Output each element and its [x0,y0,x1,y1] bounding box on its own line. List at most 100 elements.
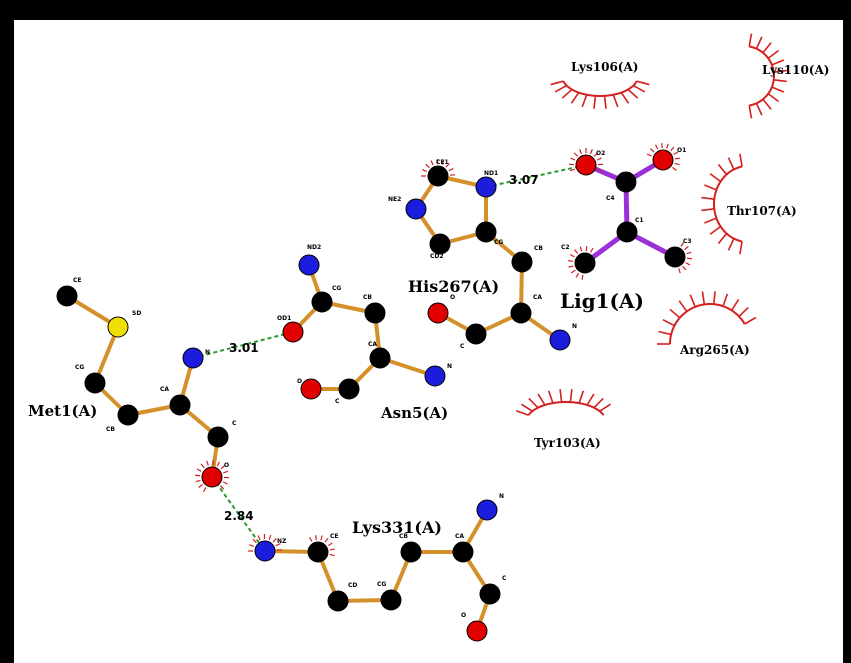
atom-label-met_n: N [205,349,210,356]
atom-lig_o2 [575,154,597,176]
atom-lig_c2 [574,252,596,274]
atom-lys_cb [400,541,422,563]
contact-label-lys110: Lys110(A) [762,63,829,77]
atom-his_cd2 [429,233,451,255]
atom-contact-spoke [568,260,574,262]
residue-label-asn5: Asn5(A) [380,404,448,422]
atom-label-lys_cg: CG [377,581,386,588]
atom-label-lys_ce: CE [330,533,339,540]
contact-label-tyr103: Tyr103(A) [534,436,601,450]
atoms [56,149,686,642]
atom-label-his_nd1: ND1 [484,170,498,177]
atom-label-his_cd2: CD2 [430,253,444,260]
atom-contact-spoke [682,265,687,271]
atom-contact-spoke [220,465,226,470]
atom-contact-spoke [597,168,603,172]
atom-contact-spoke [575,272,580,278]
atom-contact-spoke [585,246,588,252]
atom-met_ce [56,285,78,307]
covalent-bonds [65,157,678,633]
atom-label-his_cb: CB [534,245,543,252]
atom-lys_cd [327,590,349,612]
atom-label-his_cg: CG [494,239,503,246]
hydrophobic-spokes [195,33,787,557]
atom-contact-spoke [684,246,689,251]
atom-label-met_ce: CE [73,277,82,284]
atom-label-lys_n: N [499,493,504,500]
atom-contact-spoke [308,536,313,542]
atom-contact-spoke [441,159,445,165]
atom-his_cg [475,221,497,243]
residue-label-lys331: Lys331(A) [352,518,442,537]
atom-label-met_c: C [232,420,237,427]
atom-lig_c1 [616,221,638,243]
atom-contact-spoke [674,162,680,166]
atom-contact-spoke [329,548,335,551]
atom-contact-spoke [257,535,261,541]
atom-contact-spoke [268,534,272,540]
atom-label-lig_c3: C3 [683,238,692,245]
atom-contact-spoke [678,268,681,274]
atom-contact-spoke [320,535,323,541]
atom-lys_o [466,620,488,642]
atom-label-asn_n: N [447,363,452,370]
atom-label-asn_ca: CA [368,341,377,348]
hydrophobic-arc-arg265 [657,291,757,345]
atom-contact-spoke [219,485,225,490]
atom-lig_c4 [615,171,637,193]
atom-contact-spoke [252,538,257,544]
atom-contact-spoke [570,157,576,161]
atom-contact-spoke [568,265,574,268]
atom-contact-spoke [686,257,692,260]
atom-contact-spoke [574,249,579,254]
atom-label-met_sd: SD [132,310,141,317]
atom-asn_o [300,378,322,400]
atom-label-his_ne2: NE2 [388,196,401,203]
residue-label-met1: Met1(A) [28,402,97,420]
atom-his_ca [510,302,532,324]
atom-contact-spoke [425,163,430,169]
atom-label-lys_cd: CD [348,582,357,589]
atom-lys_nz [254,540,276,562]
atom-asn_n [424,365,446,387]
atom-contact-spoke [686,251,692,255]
atom-label-lig_c4: C4 [606,195,615,202]
hbond-met_n-asn_od1 [192,331,294,359]
atom-contact-spoke [685,262,691,266]
atom-label-asn_cb: CB [363,294,372,301]
atom-label-lig_o1: O1 [677,147,686,154]
atom-lys_cg [380,589,402,611]
contact-label-arg265: Arg265(A) [679,343,750,357]
atom-contact-spoke [674,157,680,160]
atom-met_ca [169,394,191,416]
atom-contact-spoke [590,247,594,253]
contact-label-lys106: Lys106(A) [571,60,638,74]
atom-contact-spoke [579,149,583,155]
atom-contact-spoke [327,542,333,547]
atom-contact-spoke [222,481,228,485]
ligand-label-lig1: Lig1(A) [560,289,644,313]
atom-label-asn_c: C [335,398,340,405]
atom-his_c [465,323,487,345]
atom-contact-spoke [195,479,201,483]
atom-label-his_n: N [572,323,577,330]
atom-contact-spoke [329,553,335,557]
hydrogen-bonds [192,164,587,552]
atom-his_n [549,329,571,351]
hydrophobic-arc-lys106 [550,80,650,109]
atom-met_cb [117,404,139,426]
atom-contact-spoke [198,483,203,488]
atom-label-lig_o2: O2 [596,150,605,157]
atom-met_c [207,426,229,448]
atom-contact-spoke [448,168,454,172]
atom-label-asn_od1: OD1 [277,315,291,322]
atom-label-asn_nd2: ND2 [307,244,321,251]
atom-label-lys_nz: NZ [277,538,287,545]
atom-contact-spoke [430,160,434,166]
atom-his_nd1 [475,176,497,198]
atom-his_ne2 [405,198,427,220]
atom-lys_n [476,499,498,521]
atom-label-his_c: C [460,343,465,350]
